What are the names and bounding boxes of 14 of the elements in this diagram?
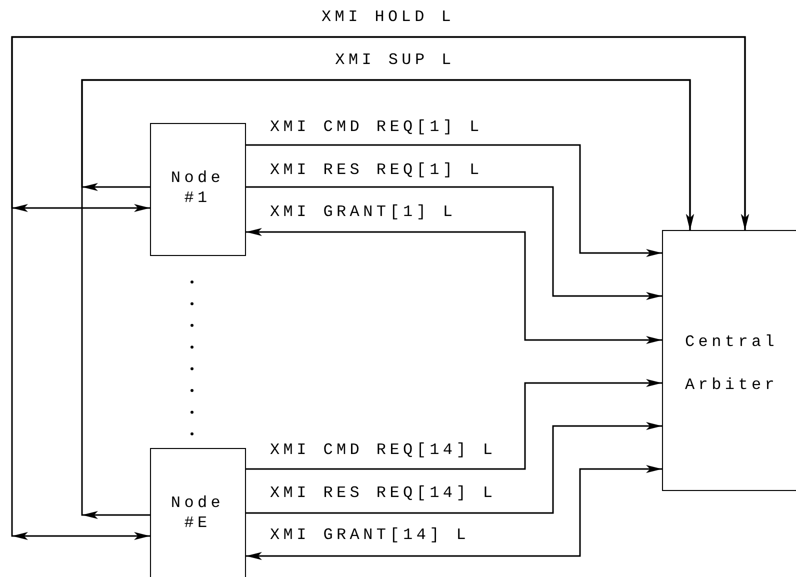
node-box (150, 123, 246, 256)
connector-arrow (246, 465, 662, 560)
arbiter-box (662, 230, 796, 491)
node-box (150, 448, 246, 577)
connector-arrow (246, 422, 662, 514)
connector-arrow (11, 36, 749, 540)
connector-arrow (246, 186, 662, 300)
connector-arrow (246, 379, 662, 470)
connector-arrow (246, 144, 662, 257)
connector-arrow (246, 228, 662, 344)
node-label: Node #E (170, 493, 226, 533)
node-label: Node #1 (170, 168, 226, 208)
connector-arrow (81, 79, 694, 516)
node-label: Central Arbiter (685, 332, 780, 396)
